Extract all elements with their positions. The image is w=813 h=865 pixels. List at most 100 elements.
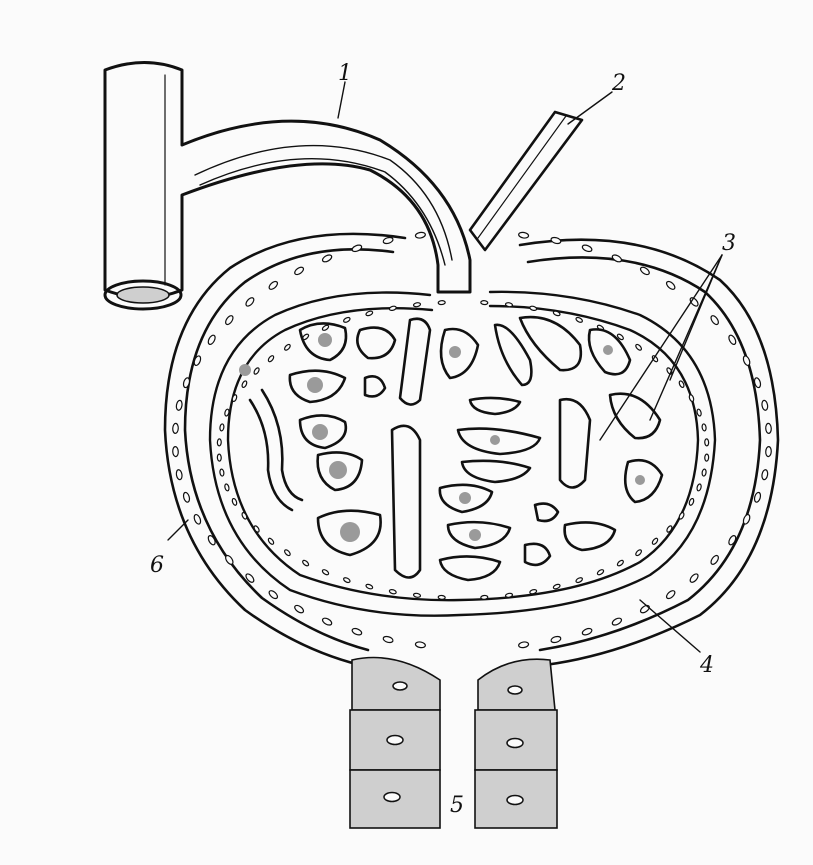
cell-nucleus: [688, 394, 694, 402]
cell-nucleus: [415, 641, 426, 648]
cell-nucleus: [322, 569, 330, 576]
cell-nucleus: [611, 254, 622, 264]
cell-nucleus: [413, 593, 421, 598]
cell-nucleus: [481, 300, 488, 304]
cell-nucleus: [710, 314, 720, 325]
efferent-arteriole: [470, 112, 582, 250]
cell-nucleus: [351, 627, 362, 636]
cell-nucleus: [639, 604, 650, 614]
cell-nucleus: [302, 559, 310, 566]
cell-nucleus: [550, 236, 561, 244]
cell-nucleus: [635, 343, 643, 351]
cell-nucleus: [438, 595, 445, 599]
cell-nucleus: [705, 454, 709, 461]
cell-nucleus: [383, 236, 394, 244]
cell-nucleus: [727, 334, 737, 345]
parietal-cells: [172, 232, 771, 649]
leader-lines: [168, 82, 722, 652]
cell-nucleus: [268, 280, 279, 291]
cell-nucleus: [597, 569, 605, 576]
podocyte-cells: [217, 300, 709, 599]
cell-nucleus: [581, 627, 592, 636]
cell-nucleus: [575, 317, 583, 324]
cell-nucleus: [219, 424, 224, 432]
visceral-layer: [210, 292, 715, 616]
cell-nucleus: [293, 266, 304, 276]
cell-nucleus: [219, 469, 224, 477]
cell-nucleus: [224, 484, 230, 492]
cell-nucleus: [688, 498, 694, 506]
cell-nucleus: [267, 355, 274, 363]
cell-nucleus: [742, 355, 751, 366]
cell-nucleus: [415, 232, 426, 239]
cell-nucleus: [765, 446, 771, 456]
cell-nucleus: [651, 537, 658, 545]
cell-nucleus: [689, 573, 700, 584]
cell-nucleus: [696, 409, 702, 417]
cell-nucleus: [321, 617, 332, 627]
cell-nucleus: [193, 514, 202, 525]
cell-nucleus: [665, 589, 676, 600]
cell-nucleus: [761, 400, 768, 411]
cell-nucleus: [761, 469, 768, 480]
cell-nucleus: [217, 454, 221, 461]
cell-nucleus: [678, 512, 685, 520]
cell-nucleus: [696, 484, 702, 492]
cell-nucleus: [481, 595, 488, 599]
cell-nucleus: [365, 310, 373, 316]
label-2: 2: [611, 71, 626, 96]
label-3: 3: [722, 231, 736, 256]
cell-nucleus: [389, 305, 397, 311]
cell-nucleus: [581, 244, 592, 253]
cell-nucleus: [351, 244, 362, 253]
cell-nucleus: [553, 583, 561, 589]
cell-nucleus: [705, 439, 709, 446]
cell-nucleus: [518, 641, 529, 648]
cell-nucleus: [438, 300, 445, 304]
cell-nucleus: [575, 577, 583, 584]
cell-nucleus: [343, 317, 351, 324]
label-6: 6: [150, 553, 164, 578]
cell-nucleus: [284, 549, 292, 557]
cell-nucleus: [241, 380, 248, 388]
cell-nucleus: [224, 554, 234, 565]
cell-nucleus: [413, 302, 421, 307]
cell-nucleus: [245, 296, 256, 307]
cell-nucleus: [267, 537, 274, 545]
cell-nucleus: [665, 280, 676, 291]
cell-nucleus: [176, 469, 183, 480]
cell-nucleus: [529, 305, 537, 311]
label-5: 5: [450, 793, 464, 818]
cell-nucleus: [172, 423, 178, 433]
cell-nucleus: [322, 324, 330, 331]
cell-nucleus: [343, 577, 351, 584]
cell-nucleus: [365, 583, 373, 589]
afferent-arteriole: [105, 63, 470, 310]
cell-nucleus: [284, 343, 292, 351]
cell-nucleus: [293, 604, 304, 614]
cell-nucleus: [550, 635, 561, 643]
cell-nucleus: [742, 514, 751, 525]
label-4: 4: [699, 653, 714, 678]
cell-nucleus: [765, 423, 771, 433]
cell-nucleus: [176, 400, 183, 411]
cell-nucleus: [616, 559, 624, 566]
cell-nucleus: [389, 589, 397, 595]
cell-nucleus: [635, 549, 643, 557]
label-1: 1: [338, 61, 352, 86]
cell-nucleus: [231, 498, 237, 506]
cell-nucleus: [383, 635, 394, 643]
cell-nucleus: [224, 314, 234, 325]
cell-nucleus: [702, 424, 707, 432]
cell-nucleus: [268, 589, 279, 600]
cell-nucleus: [207, 334, 217, 345]
cell-nucleus: [217, 439, 221, 446]
cell-nucleus: [753, 492, 761, 503]
cell-nucleus: [710, 554, 720, 565]
cell-nucleus: [182, 492, 190, 503]
cell-nucleus: [702, 469, 707, 477]
cell-nucleus: [172, 446, 178, 456]
cell-nucleus: [321, 254, 332, 264]
cell-nucleus: [253, 367, 260, 375]
